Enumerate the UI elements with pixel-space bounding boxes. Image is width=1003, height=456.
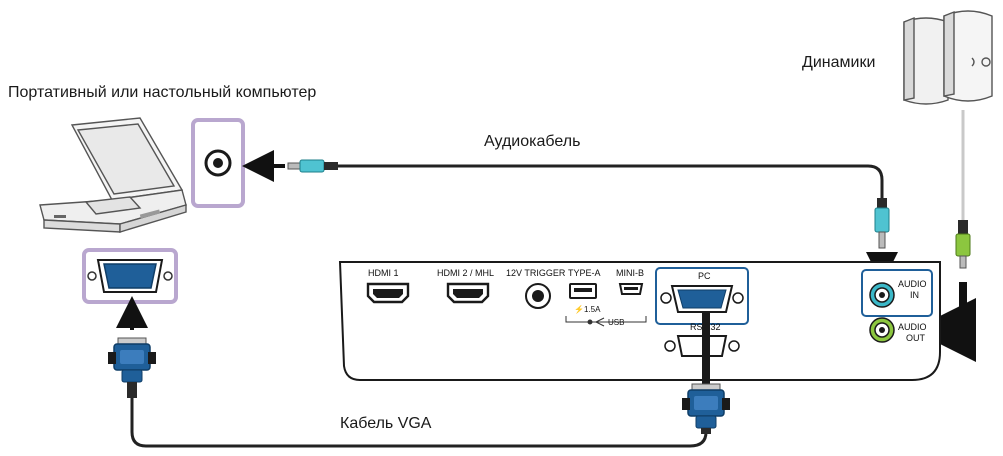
hdmi1-label: HDMI 1 bbox=[368, 268, 399, 278]
audio-in-label-2: IN bbox=[910, 290, 919, 300]
hdmi2-port-icon bbox=[446, 282, 490, 304]
computer-label: Портативный или настольный компьютер bbox=[8, 84, 317, 101]
audio-plug-icon bbox=[287, 159, 338, 173]
audio-ports-highlight bbox=[861, 269, 933, 317]
audio-out-label-2: OUT bbox=[906, 333, 926, 343]
audio-cable-label: Аудиокабель bbox=[484, 133, 581, 150]
hdmi2-label: HDMI 2 / MHL bbox=[437, 268, 494, 278]
vga-port-icon bbox=[87, 259, 173, 293]
usb-mini-b-port-icon bbox=[618, 283, 644, 295]
usb-icon bbox=[595, 317, 605, 327]
laptop-icon bbox=[39, 117, 187, 233]
vga-connector-icon bbox=[682, 383, 730, 434]
trigger-port-icon bbox=[525, 283, 551, 309]
audio-out-jack-icon bbox=[869, 317, 895, 343]
audio-plug-icon bbox=[955, 220, 971, 269]
arrow-icon bbox=[912, 282, 976, 362]
audio-plug-icon bbox=[874, 198, 890, 249]
speakers-label: Динамики bbox=[802, 54, 876, 71]
vga-connector-icon bbox=[108, 337, 156, 398]
audio-cable-wire bbox=[338, 164, 884, 200]
hdmi1-port-icon bbox=[366, 282, 410, 304]
usb-label: USB bbox=[608, 318, 624, 327]
audio-out-label-1: AUDIO bbox=[898, 322, 927, 332]
vga-cable-wire bbox=[130, 398, 708, 448]
pc-label: PC bbox=[698, 271, 711, 281]
usb-type-a-port-icon bbox=[569, 283, 597, 299]
audio-in-jack-icon bbox=[869, 282, 895, 308]
trigger-label: 12V TRIGGER bbox=[506, 268, 566, 278]
type-a-label: TYPE-A bbox=[568, 268, 601, 278]
audio-jack-icon bbox=[204, 149, 232, 177]
pc-vga-port-icon bbox=[660, 285, 744, 313]
type-a-rating: ⚡1.5A bbox=[574, 304, 601, 314]
projector-panel-icon bbox=[338, 261, 941, 381]
audio-in-label-1: AUDIO bbox=[898, 279, 927, 289]
speakers-icon bbox=[903, 10, 993, 105]
mini-b-label: MINI-B bbox=[616, 268, 644, 278]
vga-cable-label: Кабель VGA bbox=[340, 415, 432, 432]
